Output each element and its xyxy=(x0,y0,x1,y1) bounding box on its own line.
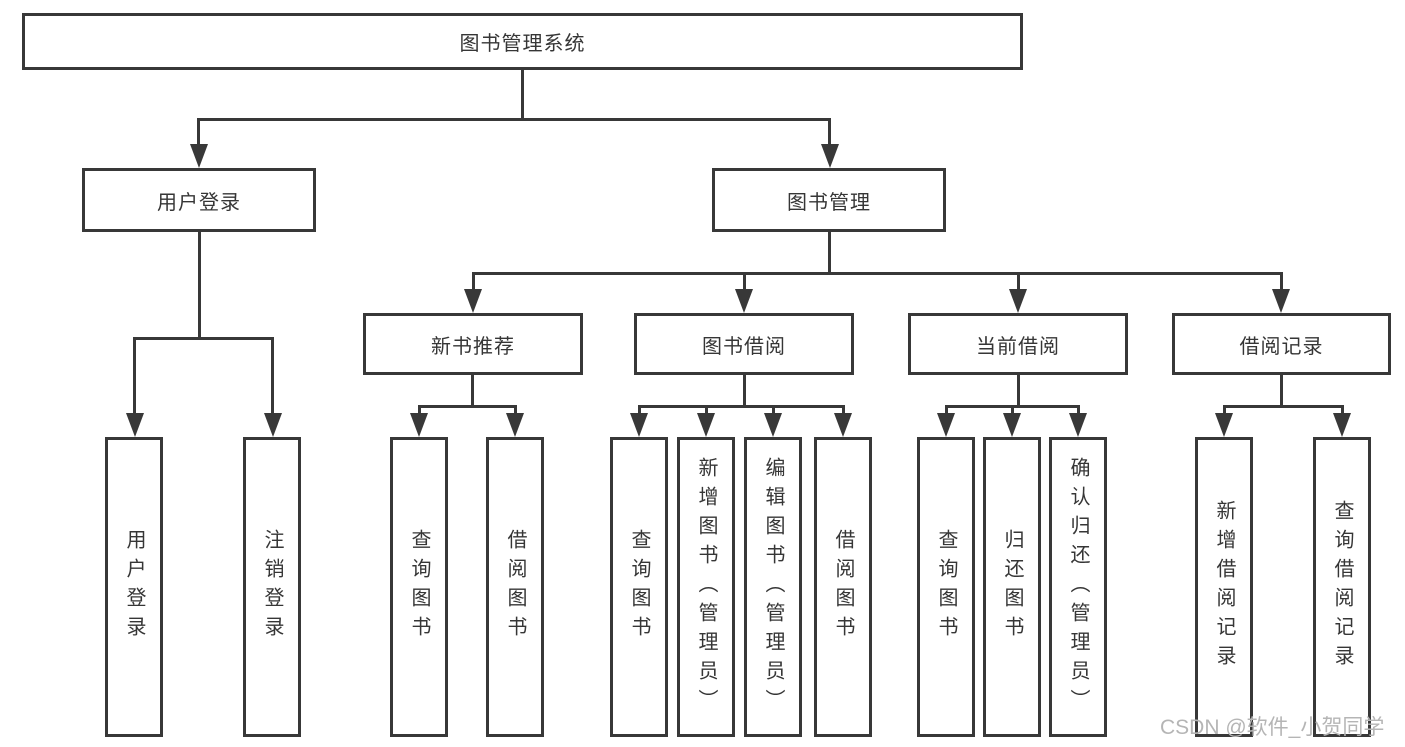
connector-stem-current-borrow xyxy=(1017,272,1020,291)
connector-stem-nb-borrow xyxy=(514,405,517,417)
leaf-record-add-borrow-record: 新增借阅记录 xyxy=(1195,437,1253,737)
leaf-record-query-borrow-record: 查询借阅记录 xyxy=(1313,437,1371,737)
arrowhead-book-borrow xyxy=(735,289,753,313)
connector-stem-leaf-logout xyxy=(271,337,274,415)
arrowhead-cb-return xyxy=(1003,413,1021,437)
leaf-newbook-query-books: 查询图书 xyxy=(390,437,448,737)
node-current-borrow: 当前借阅 xyxy=(908,313,1128,375)
arrowhead-cb-confirm xyxy=(1069,413,1087,437)
connector-stem-bb-add xyxy=(705,405,708,417)
csdn-watermark: CSDN @软件_小贺同学 xyxy=(1160,716,1385,739)
leaf-borrow-add-books-admin: 新增图书（管理员） xyxy=(677,437,735,737)
connector-bookmgmt-branch xyxy=(472,272,1283,275)
connector-stem-new-book xyxy=(472,272,475,291)
connector-borrowrecord-branch xyxy=(1223,405,1344,408)
arrowhead-br-add xyxy=(1215,413,1233,437)
connector-stem-bb-borrow xyxy=(842,405,845,417)
connector-root-branch xyxy=(197,118,831,121)
connector-bookborrow-drop xyxy=(743,375,746,407)
connector-userlogin-branch xyxy=(133,337,274,340)
connector-stem-cb-query xyxy=(945,405,948,417)
connector-stem-book-borrow xyxy=(743,272,746,291)
connector-stem-br-query xyxy=(1341,405,1344,417)
connector-currentborrow-drop xyxy=(1017,375,1020,407)
leaf-user-login: 用户登录 xyxy=(105,437,163,737)
node-new-book-recommend: 新书推荐 xyxy=(363,313,583,375)
arrowhead-bb-borrow xyxy=(834,413,852,437)
leaf-current-confirm-return-admin: 确认归还（管理员） xyxy=(1049,437,1107,737)
connector-bookmgmt-drop xyxy=(828,232,831,274)
arrowhead-cb-query xyxy=(937,413,955,437)
leaf-borrow-query-books: 查询图书 xyxy=(610,437,668,737)
connector-stem-user-login xyxy=(197,118,200,146)
connector-root-drop xyxy=(521,70,524,118)
connector-newbook-branch xyxy=(418,405,517,408)
connector-stem-nb-query xyxy=(418,405,421,417)
arrowhead-nb-query xyxy=(410,413,428,437)
leaf-current-query-books: 查询图书 xyxy=(917,437,975,737)
leaf-current-return-books: 归还图书 xyxy=(983,437,1041,737)
connector-userlogin-drop xyxy=(198,232,201,337)
arrowhead-current-borrow xyxy=(1009,289,1027,313)
arrowhead-bb-add xyxy=(697,413,715,437)
node-book-management: 图书管理 xyxy=(712,168,946,232)
connector-bookborrow-branch xyxy=(638,405,845,408)
connector-stem-bb-query xyxy=(638,405,641,417)
connector-stem-borrow-record xyxy=(1280,272,1283,291)
arrowhead-borrow-record xyxy=(1272,289,1290,313)
leaf-logout: 注销登录 xyxy=(243,437,301,737)
arrowhead-new-book xyxy=(464,289,482,313)
node-user-login: 用户登录 xyxy=(82,168,316,232)
arrowhead-user-login xyxy=(190,144,208,168)
arrowhead-book-management xyxy=(821,144,839,168)
leaf-borrow-borrow-books: 借阅图书 xyxy=(814,437,872,737)
connector-stem-cb-return xyxy=(1011,405,1014,417)
connector-stem-book-management xyxy=(828,118,831,146)
node-borrow-records: 借阅记录 xyxy=(1172,313,1391,375)
connector-stem-cb-confirm xyxy=(1077,405,1080,417)
connector-stem-leaf-login xyxy=(133,337,136,415)
node-book-borrow: 图书借阅 xyxy=(634,313,854,375)
connector-borrowrecord-drop xyxy=(1280,375,1283,407)
leaf-newbook-borrow-books: 借阅图书 xyxy=(486,437,544,737)
leaf-borrow-edit-books-admin: 编辑图书（管理员） xyxy=(744,437,802,737)
connector-stem-br-add xyxy=(1223,405,1226,417)
connector-newbook-drop xyxy=(471,375,474,407)
node-root: 图书管理系统 xyxy=(22,13,1023,70)
arrowhead-leaf-logout xyxy=(264,413,282,437)
connector-stem-bb-edit xyxy=(772,405,775,417)
arrowhead-leaf-login xyxy=(126,413,144,437)
arrowhead-bb-query xyxy=(630,413,648,437)
arrowhead-bb-edit xyxy=(764,413,782,437)
arrowhead-nb-borrow xyxy=(506,413,524,437)
arrowhead-br-query xyxy=(1333,413,1351,437)
